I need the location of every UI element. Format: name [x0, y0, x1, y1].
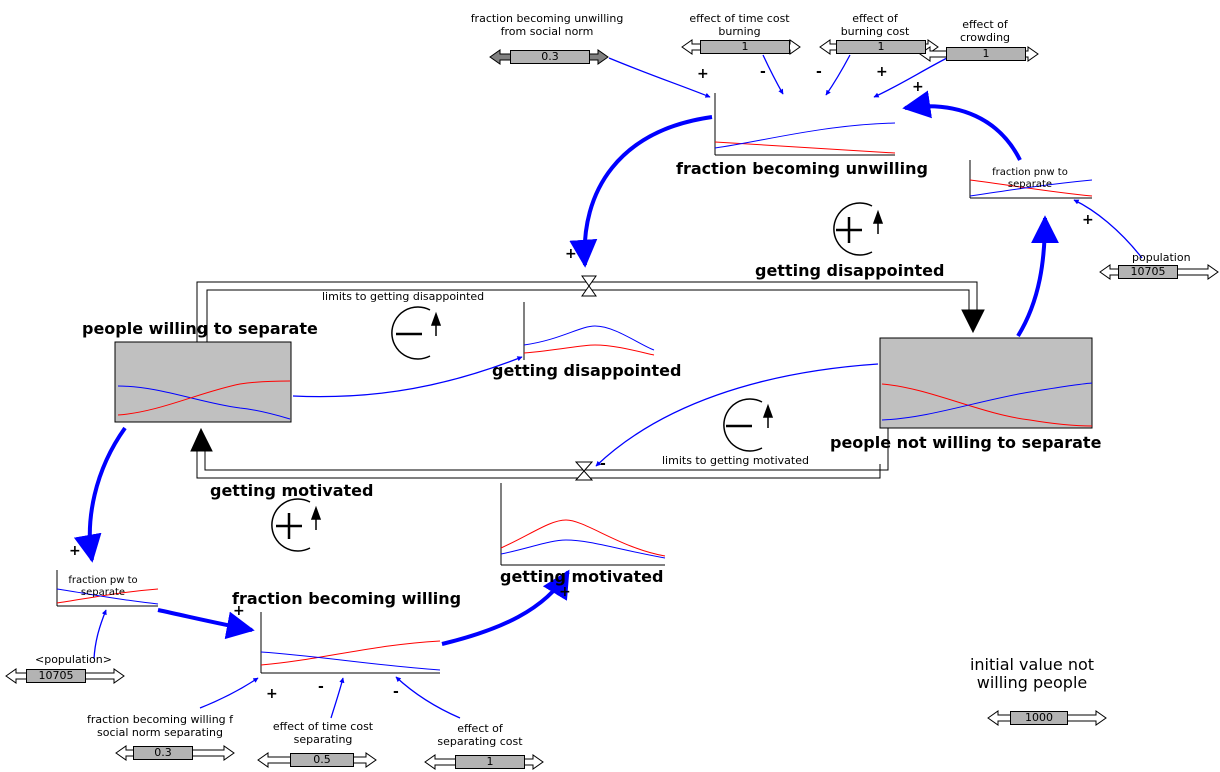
polarity-sign: - [600, 456, 606, 472]
slider-fraction-unwilling-norm[interactable]: 0.3 [510, 49, 590, 65]
polarity-sign: - [318, 679, 324, 695]
stock-people-willing[interactable] [114, 341, 292, 423]
flow-pipe-motivated [190, 427, 889, 479]
stock-willing-label: people willing to separate [82, 319, 318, 338]
polarity-sign: - [816, 64, 822, 80]
slider-initial-not-willing[interactable]: 1000 [1010, 710, 1068, 726]
graph-fraction-pnw-label: fraction pnw to separate [992, 167, 1068, 190]
graph-fraction-becoming-unwilling-label: fraction becoming unwilling [676, 159, 928, 178]
slider-effect-separating-cost[interactable]: 1 [455, 754, 525, 770]
slider-fraction-willing-norm-label: fraction becoming willing f social norm … [86, 713, 234, 739]
graph-fraction-pw-label: fraction pw to separate [68, 575, 138, 598]
polarity-sign: + [266, 686, 278, 702]
slider-knob[interactable]: 10705 [1118, 265, 1178, 279]
polarity-sign: - [760, 64, 766, 80]
slider-knob[interactable]: 10705 [26, 669, 86, 683]
graph-getting-disappointed[interactable] [523, 302, 655, 360]
slider-knob[interactable]: 1 [836, 40, 926, 54]
slider-knob[interactable]: 1 [455, 755, 525, 769]
polarity-sign: + [69, 543, 81, 559]
slider-population-shadow[interactable]: 10705 [26, 668, 86, 684]
slider-knob[interactable]: 1000 [1010, 711, 1068, 725]
slider-effect-time-separating[interactable]: 0.5 [290, 752, 354, 768]
loop-limits-disappointed [391, 306, 442, 360]
loop-limits-motivated-label: limits to getting motivated [662, 454, 809, 467]
slider-initial-not-willing-label: initial value not willing people [969, 655, 1095, 693]
slider-population[interactable]: 10705 [1118, 264, 1178, 280]
graph-getting-disappointed-label: getting disappointed [492, 361, 682, 380]
slider-knob[interactable]: 0.5 [290, 753, 354, 767]
slider-effect-time-burning-label: effect of time cost burning [689, 12, 790, 38]
graph-fraction-pnw[interactable] [969, 160, 1093, 199]
polarity-sign: + [233, 603, 245, 619]
slider-effect-crowding-label: effect of crowding [959, 18, 1011, 44]
thick-arrows [73, 90, 1059, 646]
polarity-sign: + [876, 64, 888, 80]
slider-fraction-willing-norm[interactable]: 0.3 [133, 745, 193, 761]
graph-getting-motivated-label: getting motivated [500, 567, 664, 586]
flow-disappointed-label: getting disappointed [755, 261, 945, 280]
polarity-sign: + [697, 66, 709, 82]
graph-fraction-becoming-willing[interactable] [260, 612, 441, 674]
slider-knob[interactable]: 0.3 [510, 50, 590, 64]
slider-effect-separating-cost-label: effect of separating cost [437, 722, 523, 748]
graph-fraction-becoming-willing-label: fraction becoming willing [232, 589, 462, 608]
slider-population-label: population [1132, 251, 1191, 264]
loop-limits-motivated [723, 398, 774, 452]
valve-motivated[interactable] [574, 461, 594, 481]
loop-getting-disappointed [833, 202, 884, 256]
slider-effect-crowding[interactable]: 1 [946, 46, 1026, 62]
slider-effect-burning-cost-label: effect of burning cost [840, 12, 910, 38]
slider-fraction-unwilling-norm-label: fraction becoming unwilling from social … [470, 12, 624, 38]
loop-limits-disappointed-label: limits to getting disappointed [322, 290, 485, 303]
slider-knob[interactable]: 1 [700, 40, 790, 54]
stock-not-willing-label: people not willing to separate [830, 433, 1102, 452]
stock-people-not-willing[interactable] [879, 337, 1093, 429]
valve-disappointed[interactable] [581, 275, 597, 297]
polarity-sign: + [565, 246, 577, 262]
polarity-sign: + [1082, 212, 1094, 228]
graph-fraction-becoming-unwilling[interactable] [714, 93, 896, 156]
slider-population-shadow-label: <population> [35, 653, 112, 666]
slider-effect-time-separating-label: effect of time cost separating [272, 720, 374, 746]
polarity-sign: + [912, 79, 924, 95]
graph-fraction-pw[interactable] [56, 570, 159, 607]
slider-effect-time-burning[interactable]: 1 [700, 39, 790, 55]
polarity-sign: + [559, 584, 571, 600]
thin-arrows [93, 54, 1143, 719]
slider-knob[interactable]: 1 [946, 47, 1026, 61]
graph-getting-motivated[interactable] [500, 483, 666, 566]
polarity-sign: - [393, 684, 399, 700]
slider-effect-burning-cost[interactable]: 1 [836, 39, 926, 55]
slider-knob[interactable]: 0.3 [133, 746, 193, 760]
loop-getting-motivated [271, 498, 322, 552]
flow-motivated-label: getting motivated [210, 481, 374, 500]
